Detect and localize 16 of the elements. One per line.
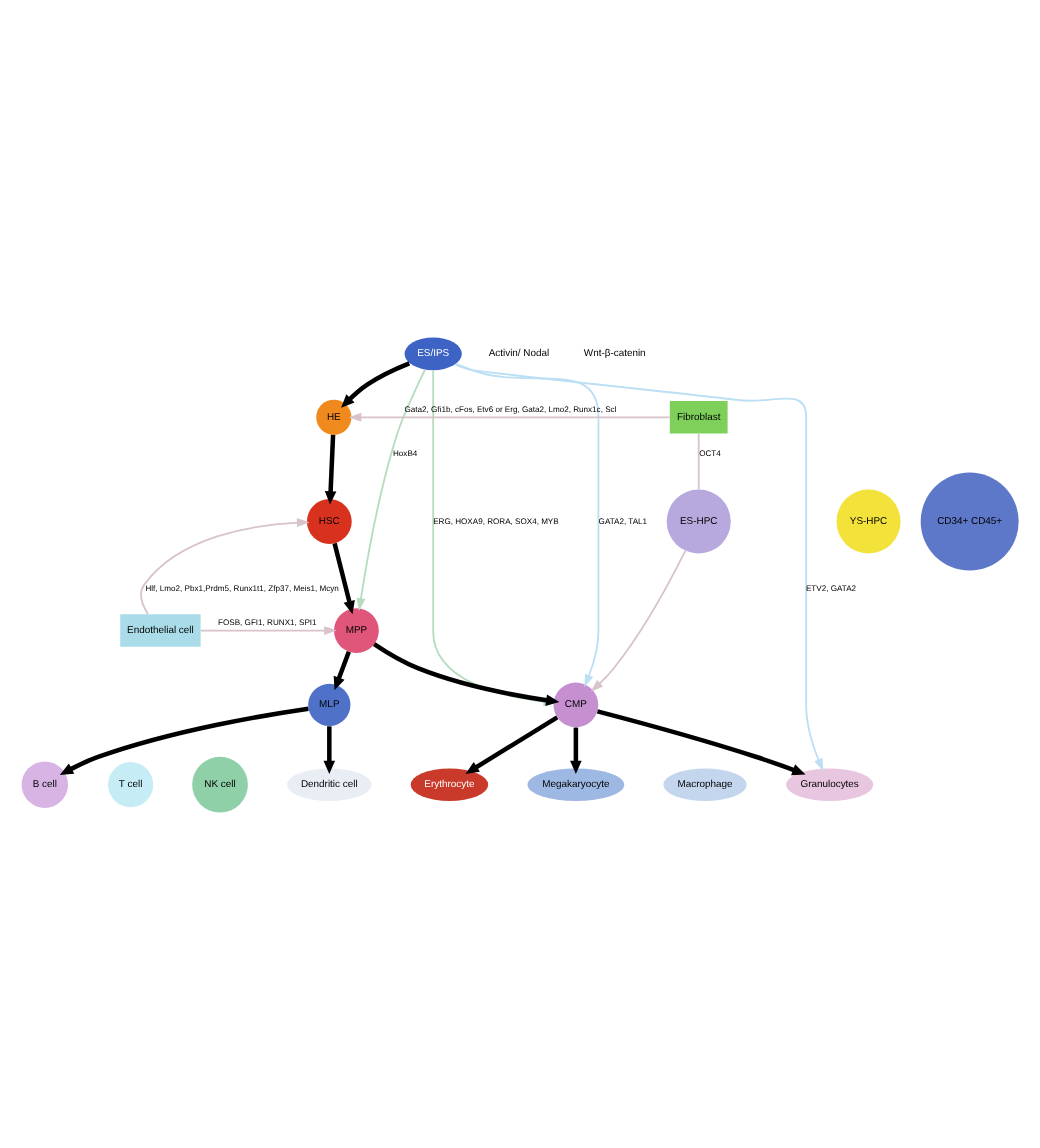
arrow <box>454 362 824 771</box>
arrow <box>333 649 351 690</box>
arrow <box>140 517 310 615</box>
arrow <box>596 708 806 775</box>
arrow <box>590 548 687 691</box>
arrow <box>324 433 337 504</box>
arrow <box>199 625 337 634</box>
arrow <box>356 367 426 610</box>
connector <box>697 431 700 490</box>
arrow <box>465 714 559 773</box>
arrow <box>341 360 411 407</box>
arrow <box>332 541 355 614</box>
arrow <box>570 726 582 773</box>
arrow <box>323 725 336 773</box>
arrow <box>348 411 671 421</box>
arrow <box>455 362 600 687</box>
